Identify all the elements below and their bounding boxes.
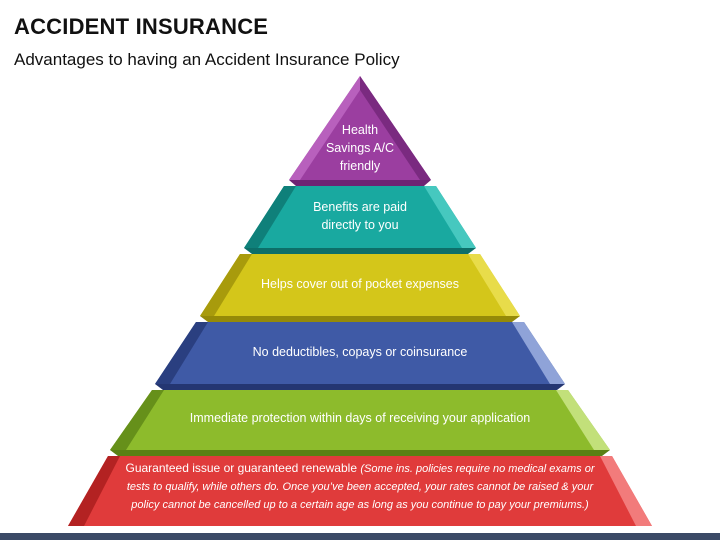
footer-bar xyxy=(0,533,720,540)
pyramid-label-4-text: Helps cover out of pocket expenses xyxy=(260,277,460,291)
pyramid-level-3 xyxy=(155,322,565,390)
page-title: ACCIDENT INSURANCE xyxy=(14,14,269,39)
pyramid-label-2-text: Immediate protection within days of rece… xyxy=(189,411,531,425)
pyramid-label-3: No deductibles, copays or coinsurance xyxy=(190,334,530,370)
pyramid-label-2: Immediate protection within days of rece… xyxy=(150,400,570,436)
pyramid-label-3-text: No deductibles, copays or coinsurance xyxy=(252,345,468,359)
pyramid-level-2 xyxy=(110,390,610,456)
pyramid-label-6: Health Savings A/C friendly xyxy=(315,118,405,178)
pyramid-label-5-line-2: directly to you xyxy=(321,218,399,232)
pyramid-label-6-line-1: Health xyxy=(341,123,379,137)
pyramid-level-5 xyxy=(244,186,476,254)
pyramid-label-5-line-1: Benefits are paid xyxy=(313,200,407,214)
page-subtitle: Advantages to having an Accident Insuran… xyxy=(14,50,400,69)
pyramid-label-5: Benefits are paid directly to you xyxy=(272,194,448,238)
pyramid-label-6-line-3: friendly xyxy=(339,159,381,173)
pyramid-label-6-line-2: Savings A/C xyxy=(325,141,395,155)
pyramid-level-1 xyxy=(68,456,652,526)
pyramid-level-4 xyxy=(200,254,520,322)
pyramid-label-1-text: Guaranteed issue or guaranteed renewable xyxy=(125,461,358,475)
pyramid-label-4: Helps cover out of pocket expenses xyxy=(232,266,488,302)
pyramid-label-1: Guaranteed issue or guaranteed renewable… xyxy=(116,460,604,514)
pyramid-label-1-note: (Some ins. policies require no medical e… xyxy=(126,463,595,511)
pyramid-level-6 xyxy=(289,76,431,186)
